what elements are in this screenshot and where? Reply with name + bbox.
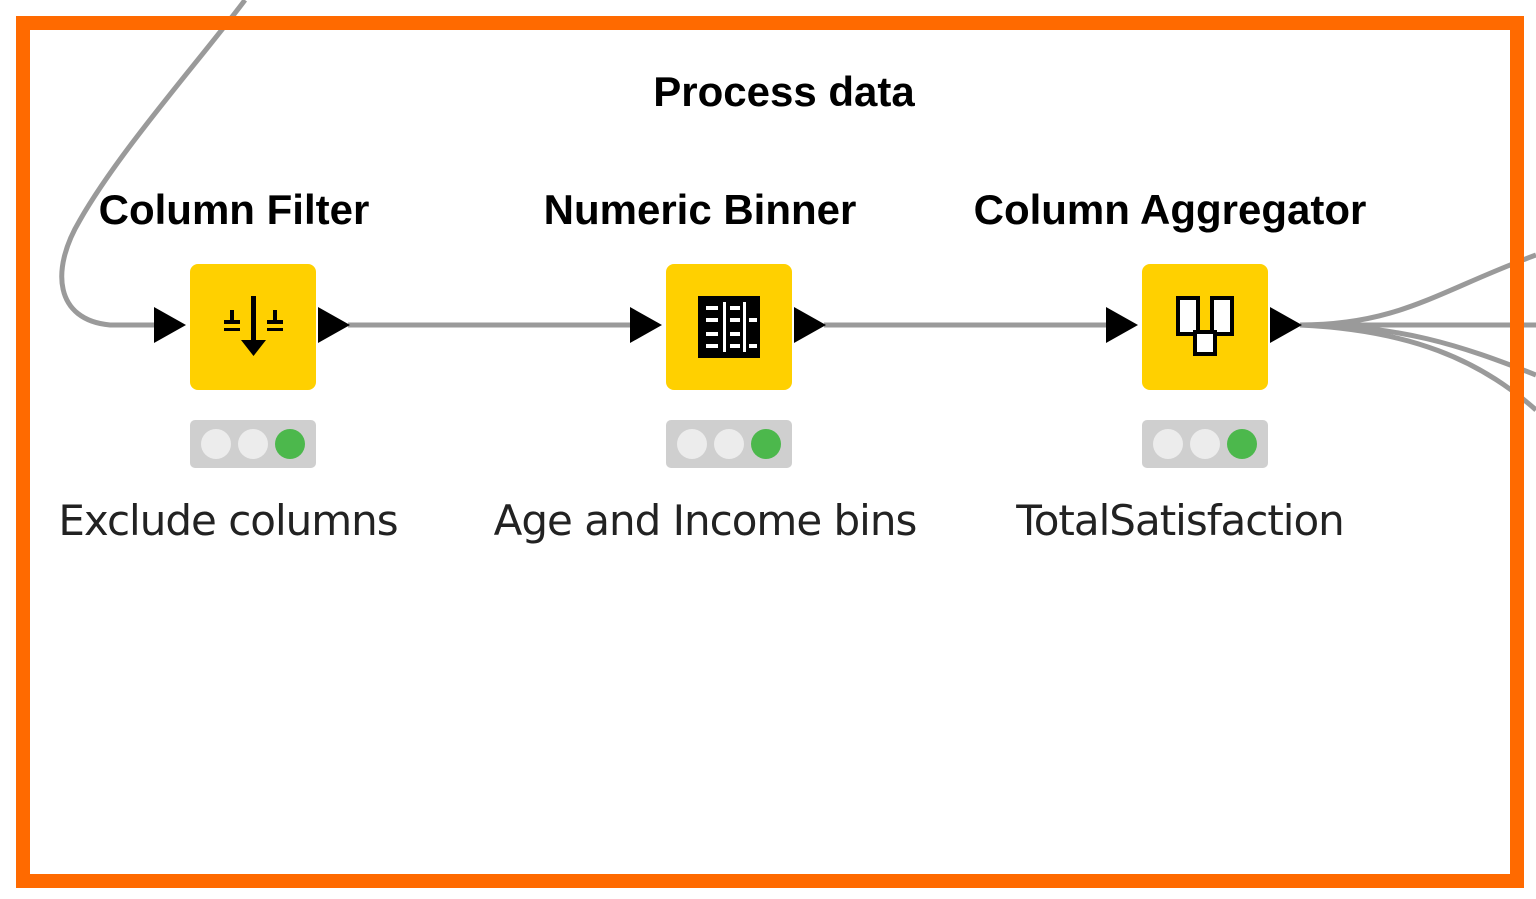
input-port-numeric-binner[interactable] — [630, 307, 662, 343]
numeric-binner-icon — [698, 296, 760, 358]
node-numeric-binner[interactable] — [666, 264, 792, 390]
node-column-filter[interactable] — [190, 264, 316, 390]
output-port-column-filter[interactable] — [318, 307, 350, 343]
status-indicator-column-filter — [190, 420, 316, 468]
node-column-aggregator[interactable] — [1142, 264, 1268, 390]
column-aggregator-icon — [1176, 296, 1234, 356]
node-title-column-aggregator: Column Aggregator — [973, 186, 1367, 233]
status-light-green — [751, 429, 781, 459]
status-indicator-column-aggregator — [1142, 420, 1268, 468]
column-filter-icon — [224, 296, 283, 356]
status-light-red — [677, 429, 707, 459]
status-light-red — [1153, 429, 1183, 459]
node-label-numeric-binner[interactable]: Age and Income bins — [493, 496, 918, 545]
status-indicator-numeric-binner — [666, 420, 792, 468]
connection-incoming[interactable] — [59, 0, 247, 328]
annotation-title: Process data — [653, 68, 915, 115]
status-light-yellow — [714, 429, 744, 459]
annotation-box[interactable]: Process data — [16, 16, 1524, 888]
output-port-column-aggregator[interactable] — [1270, 307, 1302, 343]
status-light-yellow — [238, 429, 268, 459]
status-light-green — [1227, 429, 1257, 459]
status-light-green — [275, 429, 305, 459]
node-label-column-filter[interactable]: Exclude columns — [58, 496, 398, 545]
input-port-column-filter[interactable] — [154, 307, 186, 343]
status-light-yellow — [1190, 429, 1220, 459]
node-label-column-aggregator[interactable]: TotalSatisfaction — [1016, 496, 1345, 545]
input-port-column-aggregator[interactable] — [1106, 307, 1138, 343]
output-port-numeric-binner[interactable] — [794, 307, 826, 343]
node-title-column-filter: Column Filter — [98, 186, 370, 233]
node-title-numeric-binner: Numeric Binner — [543, 186, 857, 233]
status-light-red — [201, 429, 231, 459]
